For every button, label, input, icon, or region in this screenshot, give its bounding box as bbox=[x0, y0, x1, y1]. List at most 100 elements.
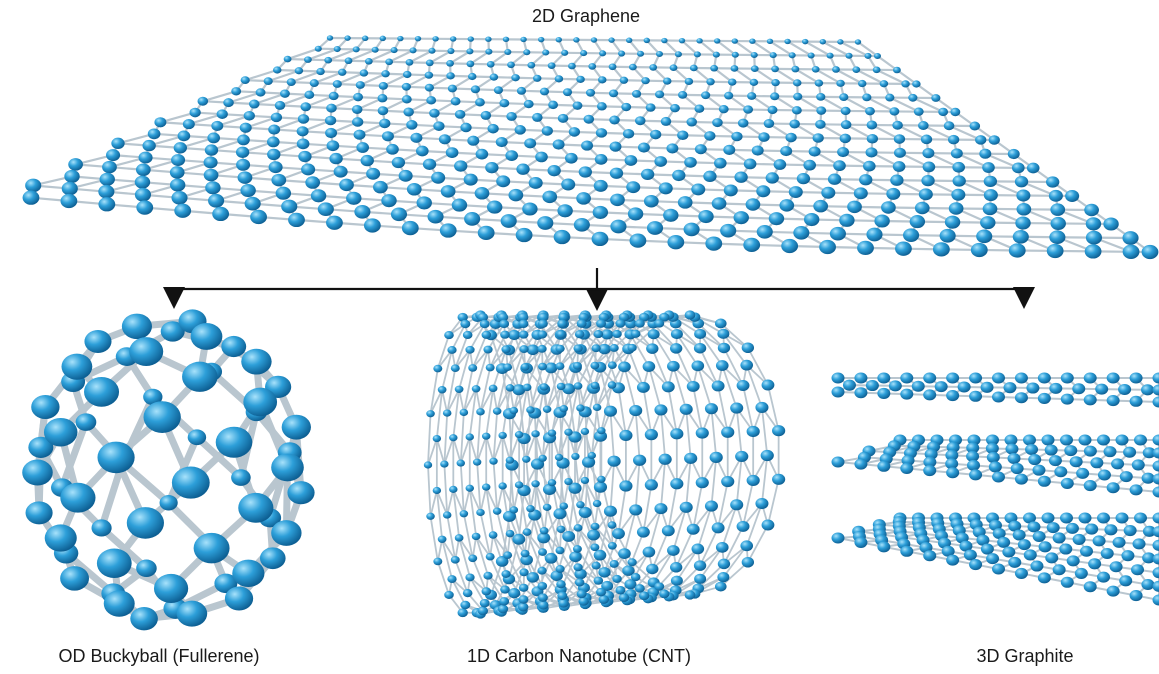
atom bbox=[826, 52, 834, 59]
atom bbox=[1003, 382, 1017, 394]
atom bbox=[730, 65, 739, 72]
atom bbox=[520, 363, 530, 371]
atom bbox=[1080, 545, 1093, 557]
atom bbox=[957, 381, 971, 393]
atom bbox=[966, 450, 980, 462]
atom bbox=[514, 481, 524, 489]
atom bbox=[649, 64, 658, 71]
atom bbox=[1119, 575, 1133, 587]
atom bbox=[223, 98, 234, 108]
atom bbox=[481, 330, 492, 339]
atom bbox=[433, 364, 443, 373]
atom bbox=[489, 73, 499, 81]
bond bbox=[676, 548, 699, 582]
atom bbox=[941, 545, 955, 557]
bond bbox=[745, 364, 763, 409]
atom bbox=[505, 384, 515, 392]
bond bbox=[428, 49, 453, 64]
atom bbox=[712, 118, 723, 128]
atom bbox=[502, 510, 516, 522]
atom bbox=[761, 519, 775, 531]
bond bbox=[462, 367, 474, 414]
atom bbox=[660, 116, 672, 126]
atom bbox=[618, 50, 626, 57]
atom bbox=[502, 36, 510, 43]
buckyball-label: OD Buckyball (Fullerene) bbox=[58, 646, 260, 666]
bond bbox=[922, 124, 955, 141]
atom bbox=[1004, 434, 1018, 446]
atom bbox=[1092, 535, 1106, 547]
bond bbox=[459, 436, 471, 464]
atom bbox=[727, 78, 737, 86]
atom bbox=[1152, 594, 1159, 606]
atom bbox=[865, 380, 879, 392]
atom bbox=[467, 72, 477, 81]
bond bbox=[562, 385, 579, 410]
atom bbox=[713, 157, 727, 169]
atom bbox=[650, 129, 662, 140]
atom bbox=[1097, 571, 1111, 583]
atom bbox=[938, 107, 949, 117]
atom bbox=[717, 558, 731, 570]
atom bbox=[1052, 564, 1066, 576]
atom bbox=[271, 520, 302, 546]
atom bbox=[556, 525, 566, 533]
atom bbox=[634, 319, 645, 328]
atom bbox=[988, 461, 1002, 473]
atom bbox=[633, 454, 647, 466]
bond bbox=[559, 333, 577, 369]
atom bbox=[1134, 512, 1147, 524]
atom bbox=[44, 524, 77, 552]
atom bbox=[1129, 395, 1143, 407]
atom bbox=[538, 362, 548, 371]
atom bbox=[519, 345, 529, 354]
atom bbox=[568, 127, 581, 137]
atom bbox=[531, 430, 540, 438]
bond bbox=[814, 68, 842, 85]
atom bbox=[522, 202, 538, 216]
bond bbox=[721, 364, 738, 409]
atom bbox=[457, 312, 468, 322]
atom bbox=[427, 209, 444, 224]
bond bbox=[594, 525, 614, 547]
bond bbox=[558, 431, 570, 459]
atom bbox=[761, 379, 775, 391]
atom bbox=[985, 442, 999, 454]
atom bbox=[629, 405, 643, 417]
atom bbox=[903, 228, 920, 243]
atom bbox=[1046, 243, 1064, 259]
atom bbox=[1014, 567, 1028, 579]
atom bbox=[465, 345, 475, 354]
atom bbox=[329, 152, 343, 165]
atom bbox=[429, 108, 440, 118]
atom bbox=[528, 177, 543, 189]
bond bbox=[441, 388, 449, 414]
atom bbox=[212, 206, 230, 222]
atom bbox=[356, 142, 370, 153]
atom bbox=[176, 600, 208, 627]
atom bbox=[711, 380, 725, 392]
bond bbox=[313, 71, 344, 85]
atom bbox=[816, 106, 827, 115]
atom bbox=[1049, 230, 1066, 245]
atom bbox=[634, 584, 645, 593]
bond bbox=[508, 349, 520, 391]
atom bbox=[477, 225, 495, 240]
bond bbox=[560, 385, 565, 410]
bond bbox=[627, 347, 645, 389]
atom bbox=[531, 480, 540, 488]
atom bbox=[287, 481, 315, 505]
atom bbox=[610, 219, 627, 234]
bond bbox=[290, 70, 322, 84]
atom bbox=[1016, 203, 1032, 216]
atom bbox=[99, 172, 115, 186]
atom bbox=[503, 551, 513, 559]
atom bbox=[143, 388, 163, 406]
atom bbox=[593, 481, 608, 493]
atom bbox=[847, 200, 862, 214]
atom bbox=[1065, 522, 1079, 534]
atom bbox=[1152, 447, 1159, 459]
atom bbox=[483, 345, 493, 354]
bond bbox=[842, 96, 872, 113]
atom bbox=[1097, 512, 1110, 524]
